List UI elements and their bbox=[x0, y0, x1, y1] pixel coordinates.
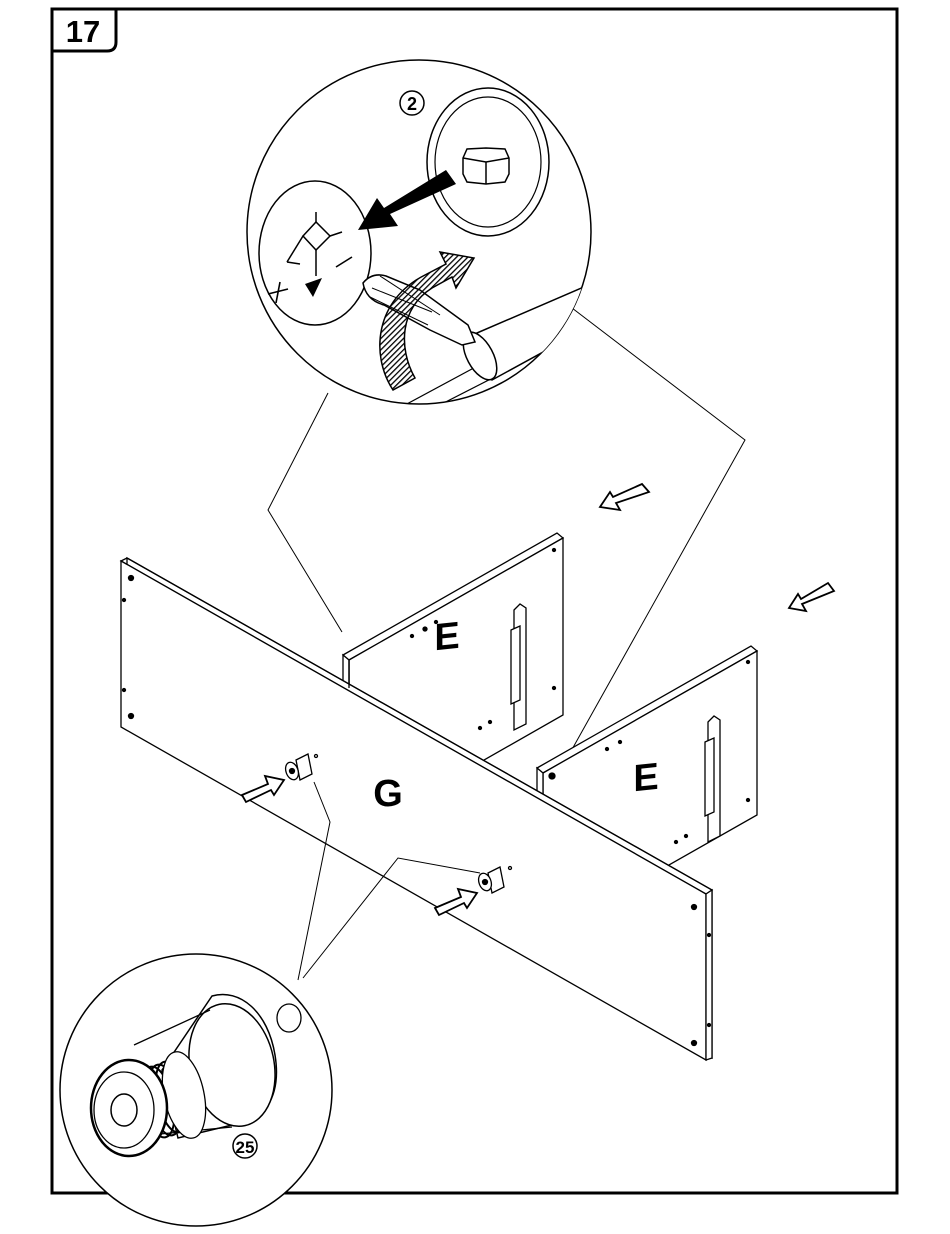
part-number-top: 2 bbox=[407, 94, 417, 114]
back-panel-label: G bbox=[373, 773, 403, 815]
divider-1-label: E bbox=[434, 615, 459, 660]
hex-cam-icon bbox=[463, 148, 509, 184]
direction-arrow-icon-1 bbox=[600, 484, 649, 510]
divider-2-label: E bbox=[633, 756, 658, 801]
direction-arrow-icon-2 bbox=[789, 583, 834, 611]
step-number: 17 bbox=[66, 14, 100, 49]
cam-lock-detail: 2 bbox=[247, 60, 620, 410]
step-number-tab: 17 bbox=[52, 9, 116, 51]
cam-slot-inset bbox=[259, 181, 371, 325]
cam-screw-detail: 25 bbox=[60, 954, 332, 1226]
part-number-bottom: 25 bbox=[236, 1138, 255, 1157]
